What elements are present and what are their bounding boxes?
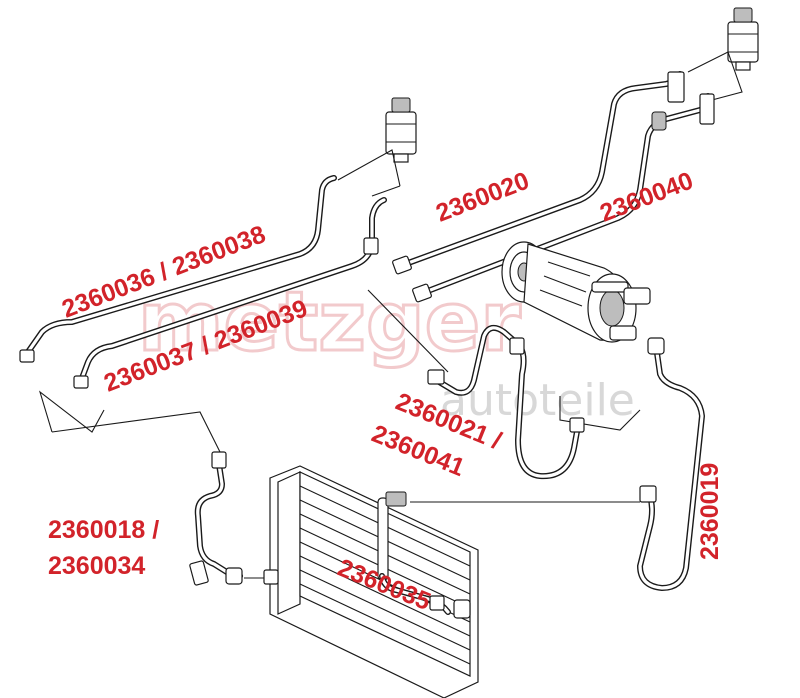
hose-2360018 bbox=[189, 451, 243, 586]
label-2360018: 2360018 / bbox=[48, 516, 159, 544]
label-2360019: 2360019 bbox=[696, 463, 724, 560]
label-2360040: 2360040 bbox=[596, 167, 697, 228]
condenser bbox=[263, 465, 479, 698]
hose-2360035 bbox=[379, 573, 451, 615]
brand-watermark: metzger autoteile bbox=[137, 274, 635, 427]
hose-2360021 bbox=[427, 324, 585, 480]
hose-2360037 bbox=[73, 197, 387, 389]
ac-compressor bbox=[501, 241, 651, 343]
hose-2360020 bbox=[392, 71, 685, 275]
hose-2360036 bbox=[19, 175, 337, 363]
label-2360020: 2360020 bbox=[432, 167, 533, 228]
hose-2360019 bbox=[637, 337, 705, 591]
watermark-brand-text: metzger bbox=[138, 275, 521, 370]
leader-lines bbox=[38, 51, 743, 579]
expansion-valve-left bbox=[385, 97, 417, 163]
hose-2360040 bbox=[412, 93, 715, 303]
expansion-valve-right bbox=[727, 7, 759, 71]
label-2360034: 2360034 bbox=[48, 552, 145, 580]
